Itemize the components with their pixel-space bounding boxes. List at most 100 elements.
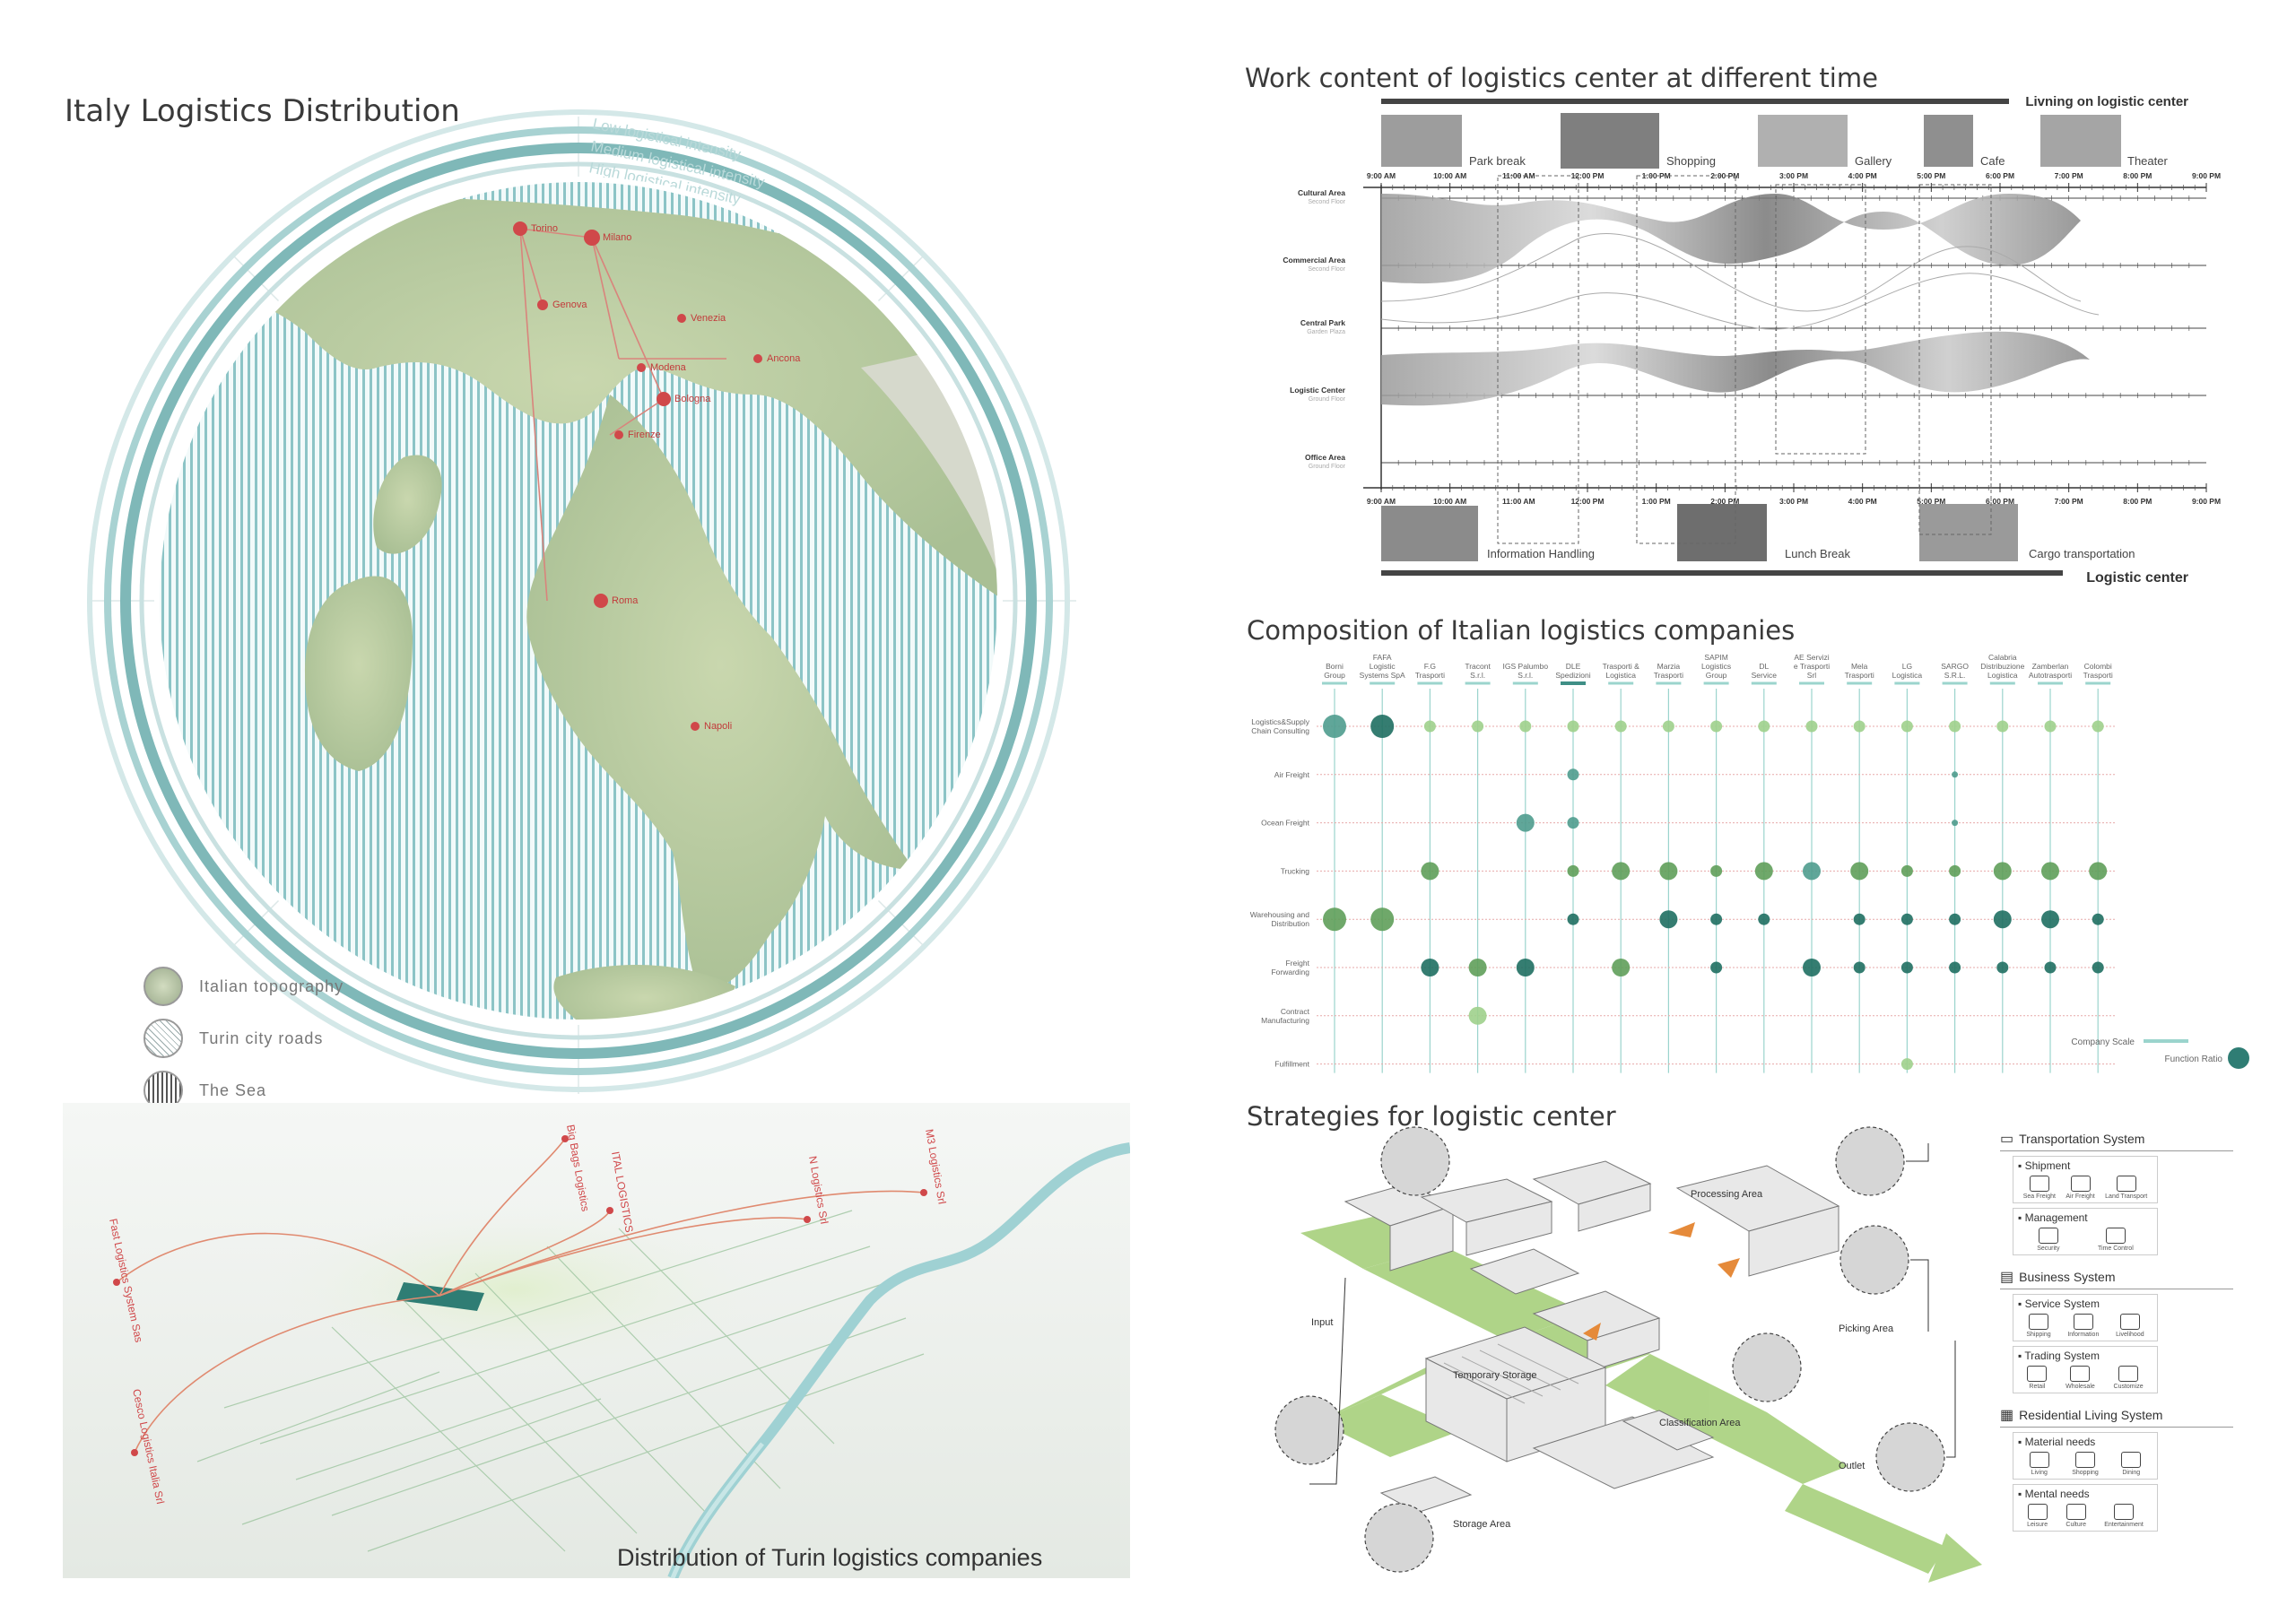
function-bubble — [1949, 913, 1961, 925]
system-header: ▭ Transportation System — [2000, 1130, 2233, 1151]
function-label: Fulfillment — [1274, 1060, 1309, 1069]
function-bubble — [1900, 720, 1913, 733]
group-item: Wholesale — [2066, 1366, 2095, 1390]
company-header: Logistica — [1605, 671, 1636, 680]
activity-lunch-break: Lunch Break — [1785, 547, 1850, 560]
function-bubble — [1996, 720, 2009, 733]
area-input: Input — [1311, 1317, 1333, 1328]
function-bubble — [1659, 910, 1678, 929]
group-item: Time Control — [2098, 1228, 2134, 1252]
item-icon — [2121, 1452, 2142, 1468]
row-label: Cultural Area — [1298, 188, 1345, 197]
row-floor-label: Garden Plaza — [1307, 329, 1345, 335]
function-bubble — [1758, 720, 1770, 733]
group-name: ▪ Shipment — [2018, 1159, 2071, 1172]
function-bubble — [1567, 768, 1579, 781]
activity-theater: Theater — [2127, 154, 2168, 168]
commercial-area-band — [1381, 194, 2081, 284]
function-bubble — [1472, 720, 1484, 733]
function-bubble — [1853, 961, 1866, 974]
city-bologna: Bologna — [674, 394, 711, 404]
time-label: 6:00 PM — [1986, 171, 2014, 180]
function-bubble — [1900, 961, 1913, 974]
city-firenze: Firenze — [628, 430, 661, 440]
function-label: Trucking — [1281, 866, 1310, 875]
activity-gallery: Gallery — [1855, 154, 1892, 168]
company-header: Mela — [1851, 662, 1868, 671]
time-label: 8:00 PM — [2123, 497, 2152, 506]
company-header: Logistic — [1370, 662, 1396, 671]
function-bubble — [1952, 820, 1959, 827]
company-header: Group — [1706, 671, 1727, 680]
company-header: SAPIM — [1704, 653, 1727, 662]
function-bubble — [1710, 864, 1723, 877]
function-bubble — [1423, 720, 1436, 733]
function-bubble — [1853, 720, 1866, 733]
function-label: Logistics&Supply — [1251, 717, 1309, 726]
group-name: ▪ Service System — [2018, 1298, 2100, 1310]
function-bubble — [1323, 715, 1346, 738]
truck-icon: ▭ — [2000, 1132, 2014, 1147]
system-header: ▤ Business System — [2000, 1268, 2233, 1289]
function-bubble — [2041, 910, 2059, 929]
company-header: Logistics — [1701, 662, 1731, 671]
function-bubble — [2089, 862, 2108, 881]
function-bubble — [1710, 961, 1723, 974]
row-label: Central Park — [1300, 318, 1345, 327]
city-napoli: Napoli — [704, 721, 732, 732]
function-bubble — [1370, 907, 1395, 932]
activity-shopping: Shopping — [1666, 154, 1716, 168]
italy-circular-map: Low logistical intensity Medium logistic… — [87, 109, 1076, 1094]
area-temporary-storage: Temporary Storage — [1453, 1370, 1537, 1381]
function-ratio-swatch — [2228, 1047, 2249, 1069]
company-header: AE Servizi — [1794, 653, 1829, 662]
function-bubbles — [1323, 715, 2108, 1071]
function-label: Chain Consulting — [1251, 726, 1309, 735]
function-bubble — [2092, 720, 2104, 733]
area-processing: Processing Area — [1691, 1189, 1763, 1200]
system-header: ▦ Residential Living System — [2000, 1406, 2233, 1428]
company-header: Colombi — [2084, 662, 2112, 671]
function-bubble — [1949, 864, 1961, 877]
item-icon — [2118, 1366, 2139, 1382]
group-name: ▪ Material needs — [2018, 1436, 2096, 1448]
function-bubble — [1659, 862, 1678, 881]
company-header: Calabria — [1988, 653, 2017, 662]
company-header: Marzia — [1657, 662, 1681, 671]
city-roma: Roma — [612, 595, 639, 606]
group-items: Shipping Information Livelihood — [2018, 1314, 2152, 1338]
area-outlet: Outlet — [1839, 1461, 1865, 1471]
company-header: F.G — [1424, 662, 1436, 671]
function-label: Contract — [1281, 1007, 1310, 1016]
group-items: Sea Freight Air Freight Land Transport — [2018, 1176, 2152, 1200]
group-items: Living Shopping Dining — [2018, 1452, 2152, 1476]
function-bubble — [1468, 959, 1487, 976]
row-floor-label: Ground Floor — [1309, 396, 1346, 403]
system-1: ▤ Business System ▪ Service System Shipp… — [2000, 1268, 2233, 1393]
system-0: ▭ Transportation System ▪ Shipment Sea F… — [2000, 1130, 2233, 1255]
function-bubble — [1421, 959, 1439, 976]
activity-park-break: Park break — [1469, 154, 1526, 168]
work-content-timeline: Livning on logistic center Logistic cent… — [1283, 94, 2221, 586]
group-item: Culture — [2066, 1504, 2086, 1528]
company-header: S.r.l. — [1518, 671, 1533, 680]
function-bubble — [2041, 862, 2059, 881]
legend-function-ratio: Function Ratio — [2165, 1055, 2223, 1064]
time-label: 4:00 PM — [1848, 171, 1877, 180]
item-icon — [2116, 1176, 2136, 1192]
function-bubble — [1519, 720, 1532, 733]
company-header: Service — [1752, 671, 1778, 680]
system-group: ▪ Management Security Time Control — [2013, 1208, 2158, 1255]
group-item: Entertainment — [2104, 1504, 2144, 1528]
function-bubble — [1952, 771, 1959, 778]
function-bubble — [1993, 862, 2012, 881]
area-labels: Processing Area Picking Area Input Tempo… — [1311, 1189, 1894, 1530]
function-bubble — [2092, 913, 2104, 925]
logistic-center-axonometric: Processing Area Picking Area Input Tempo… — [1274, 1126, 1982, 1583]
group-items: Retail Wholesale Customize — [2018, 1366, 2152, 1390]
group-name: ▪ Mental needs — [2018, 1488, 2090, 1500]
company-header: Autotrasporti — [2029, 671, 2072, 680]
time-label: 7:00 PM — [2055, 497, 2083, 506]
function-bubble — [1900, 1058, 1913, 1071]
